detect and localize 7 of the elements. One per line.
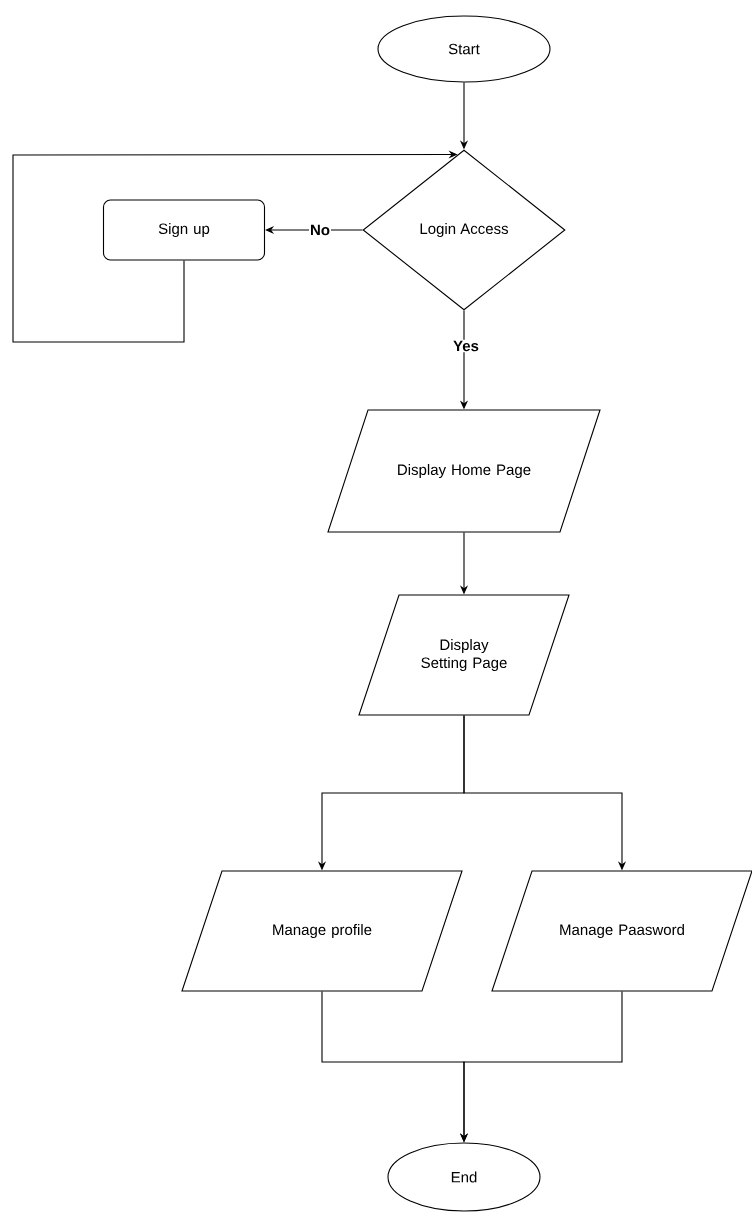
io-parallelogram: Display Setting Page bbox=[358, 594, 570, 716]
io-parallelogram: Manage profile bbox=[181, 870, 463, 992]
process-box: Sign up bbox=[102, 199, 266, 261]
io-parallelogram: Manage Paasword bbox=[491, 870, 752, 992]
edge-label: Yes bbox=[452, 339, 480, 353]
io-parallelogram: Display Home Page bbox=[327, 409, 601, 533]
edge-label: No bbox=[309, 223, 331, 237]
